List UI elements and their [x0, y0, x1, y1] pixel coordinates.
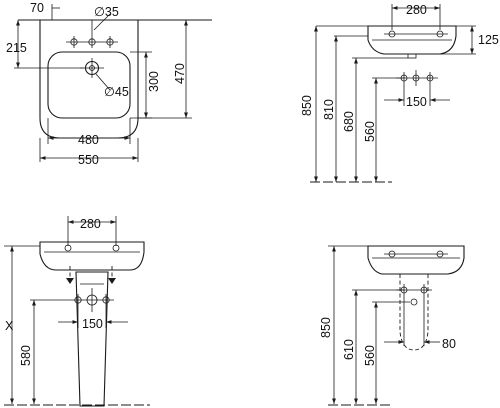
tap-hole-left [64, 244, 72, 252]
dim-150: 150 [406, 95, 427, 109]
dim-300: 300 [147, 71, 161, 92]
basin-bowl [47, 51, 131, 119]
dim-680: 680 [342, 111, 356, 132]
tap-hole-right [112, 244, 120, 252]
basin-front [39, 241, 145, 271]
dim-850: 850 [300, 95, 314, 116]
dim-580: 580 [19, 345, 33, 366]
dim-280: 280 [406, 3, 427, 17]
dim-610: 610 [342, 339, 356, 360]
dim-125: 125 [478, 33, 499, 47]
basin-outline [39, 20, 139, 139]
dim-dia-45: ∅45 [104, 85, 129, 99]
dim-70: 70 [30, 1, 44, 15]
dim-215: 215 [6, 41, 27, 55]
side-wall-view: 280 125 150 850 810 680 560 [300, 3, 499, 183]
front-pedestal-view: 280 150 X 580 [4, 216, 150, 407]
side-semipedestal-view: 80 850 610 560 [319, 245, 465, 406]
dim-850: 850 [319, 317, 333, 338]
dim-560: 560 [363, 121, 377, 142]
basin-side [367, 245, 465, 275]
dim-550: 550 [78, 153, 99, 167]
dim-810: 810 [322, 99, 336, 120]
dim-x: X [5, 319, 14, 333]
top-view: 70 ∅35 215 300 470 ∅45 480 550 [6, 1, 212, 167]
pedestal [75, 271, 109, 407]
dim-560: 560 [363, 345, 377, 366]
dim-80: 80 [442, 337, 456, 351]
dim-470: 470 [173, 63, 187, 84]
dim-280: 280 [80, 217, 101, 231]
dim-480: 480 [78, 133, 99, 147]
drain-outlet [410, 298, 418, 306]
dim-dia-35: ∅35 [94, 5, 119, 19]
dim-150: 150 [82, 317, 103, 331]
